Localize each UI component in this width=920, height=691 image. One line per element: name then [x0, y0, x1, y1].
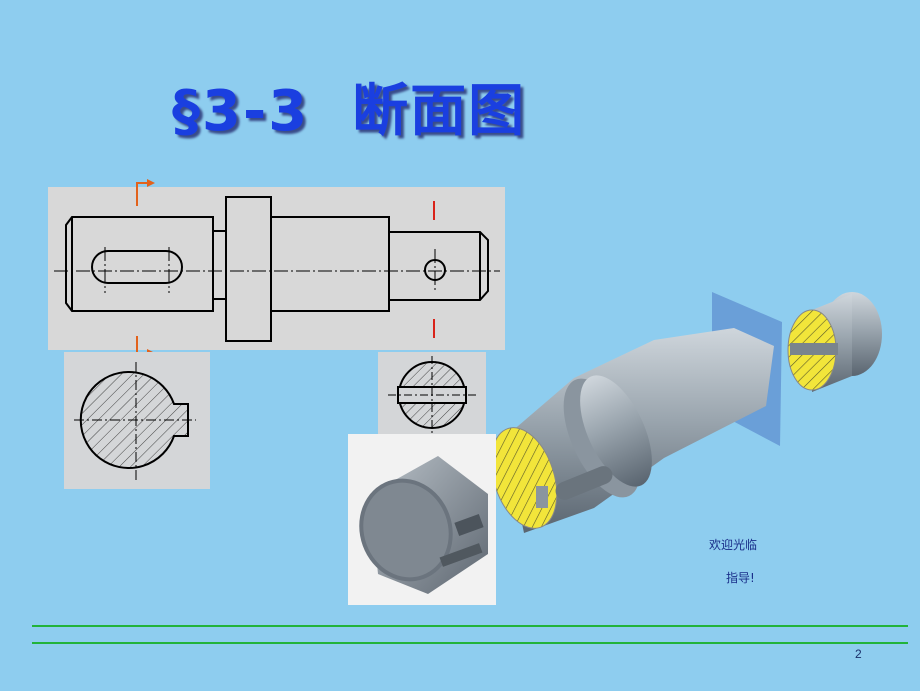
footer-rule-bottom	[32, 642, 908, 644]
section-mark-left-top	[136, 179, 155, 206]
greeting-line-2: 指导!	[726, 571, 755, 585]
section-mark-right-top	[433, 201, 435, 220]
keyway-section-panel	[64, 352, 210, 489]
sectioned-end-3d	[359, 456, 488, 594]
shaft-3d-illustration	[490, 292, 882, 533]
hole-section-panel	[378, 352, 486, 436]
footer-rule-top	[32, 625, 908, 627]
sectioned-end-photo	[348, 434, 496, 605]
shaft-orthographic-drawing	[54, 196, 500, 342]
shaft-drawing-panel	[48, 187, 505, 350]
greeting-line-1: 欢迎光临	[709, 538, 758, 552]
keyway-cross-section	[74, 362, 196, 480]
slide-title: §3-3 断面图	[172, 79, 527, 144]
page-number: 2	[855, 647, 862, 661]
hole-cross-section	[388, 356, 476, 434]
section-mark-right-bottom	[433, 319, 435, 338]
